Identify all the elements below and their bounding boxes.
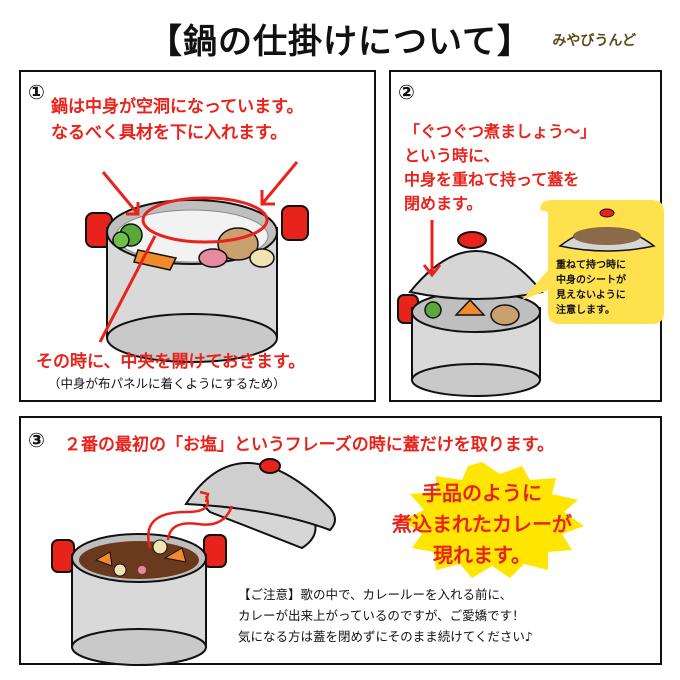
burst-line: 煮込まれたカレーが [392, 512, 572, 536]
text-line: 閉めます。 [404, 194, 483, 213]
bubble-line: 見えないように [556, 290, 626, 301]
caution-bubble [522, 200, 664, 324]
caution-bubble-text: 重ねて持つ時に 中身のシートが 見えないように 注意します。 [556, 258, 656, 318]
pot-1-illustration [85, 199, 309, 363]
text-line: という時に、 [404, 146, 500, 165]
burst-line: 手品のように [422, 481, 542, 505]
bubble-line: 重ねて持つ時に [556, 260, 626, 271]
text-line: なるべく具材を下に入れます。 [51, 123, 288, 143]
panel-2-text: 「ぐつぐつ煮ましょう～」 という時に、 中身を重ねて持って蓋を 閉めます。 [404, 120, 596, 216]
pot-3-illustration [51, 533, 227, 666]
text-line: 「ぐつぐつ煮ましょう～」 [404, 122, 597, 141]
panel-3-number: ③ [28, 428, 45, 452]
panel-2-number: ② [398, 80, 415, 104]
panel-3-red-swirl [147, 490, 234, 549]
panel-1-note: （中身が布パネルに着くようにするため） [48, 376, 286, 391]
magic-burst [402, 462, 584, 578]
note-line: 気になる方は蓋を閉めずにそのまま続けてください♪ [238, 629, 533, 644]
text-line: 鍋は中身が空洞になっています。 [51, 97, 304, 117]
brand-logo: みやびうんど [552, 33, 636, 49]
panel-1-red-annotations [98, 161, 299, 343]
burst-line: 現れます。 [433, 543, 531, 567]
pot-2-illustration [397, 231, 544, 397]
note-line: 【ご注意】歌の中で、カレールーを入れる前に、 [238, 587, 513, 602]
lid-3-illustration [184, 458, 336, 550]
panel-1-bottom-text: その時に、中央を開けておきます。 [36, 352, 306, 372]
page-title: 【鍋の仕掛けについて】 [148, 22, 532, 62]
bubble-line: 中身のシートが [556, 275, 626, 286]
panel-3-text: ２番の最初の「お塩」というフレーズの時に蓋だけを取ります。 [64, 435, 555, 455]
panel-1-number: ① [28, 80, 45, 104]
panel-1-text: 鍋は中身が空洞になっています。 なるべく具材を下に入れます。 [51, 94, 303, 146]
panel-2-red-arrow [422, 220, 442, 278]
caution-note: 【ご注意】歌の中で、カレールーを入れる前に、 カレーが出来上がっているのですが、… [238, 584, 533, 647]
burst-text: 手品のように 煮込まれたカレーが 現れます。 [368, 478, 596, 571]
text-line: 中身を重ねて持って蓋を [404, 170, 580, 189]
note-line: カレーが出来上がっているのですが、ご愛嬌です！ [238, 608, 525, 623]
bubble-line: 注意します。 [556, 305, 615, 316]
